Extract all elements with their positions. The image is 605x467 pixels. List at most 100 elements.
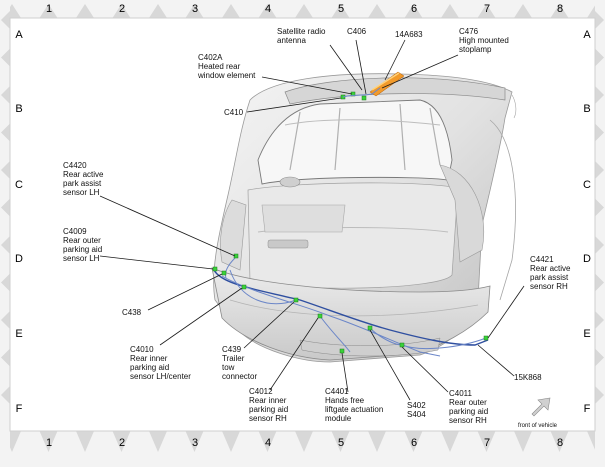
label-c402a: C402A Heated rear window element	[197, 53, 256, 80]
frame-border-notch	[595, 86, 604, 104]
connector-c439	[293, 297, 299, 303]
frame-border-notch	[149, 431, 167, 452]
label-c4012: C4012 Rear inner parking aid sensor RH	[249, 387, 290, 423]
frame-border-notch	[112, 431, 131, 452]
frame-border-notch	[185, 431, 204, 452]
connector-c4421	[483, 335, 489, 341]
frame-border-notch	[149, 4, 167, 18]
label-14a683: 14A683	[395, 30, 423, 39]
frame-border-notch	[595, 161, 604, 179]
col-label-bottom: 3	[192, 437, 198, 449]
frame-left-border	[0, 0, 10, 467]
liftgate-handle	[267, 239, 309, 249]
col-label-bottom: 1	[46, 437, 52, 449]
label-c4421: C4421 Rear active park assist sensor RH	[530, 255, 573, 291]
cabin-pillars	[289, 103, 441, 171]
frame-border-notch	[1, 386, 10, 404]
brand-badge	[279, 176, 301, 188]
col-label-bottom: 5	[338, 437, 344, 449]
frame-border-notch	[1, 348, 10, 367]
label-c439: C439 Trailer tow connector	[222, 345, 257, 381]
col-label-top: 5	[338, 3, 344, 15]
row-label-right: A	[583, 29, 591, 41]
front-arrow-icon	[531, 397, 551, 417]
frame-border-notch	[595, 273, 604, 292]
frame-top-border	[0, 0, 605, 18]
label-c410: C410	[224, 108, 244, 117]
label-c406: C406	[347, 27, 367, 36]
frame-border-notch	[258, 4, 277, 18]
frame-border-notch	[39, 4, 58, 18]
frame-border-notch	[404, 431, 423, 452]
frame-border-notch	[595, 348, 604, 367]
frame-band	[0, 0, 10, 467]
connector-s402	[367, 325, 373, 331]
frame-border-notch	[1, 11, 10, 29]
liftgate	[247, 182, 459, 289]
callout-labels: Satellite radio antenna C406 14A683 C476…	[63, 27, 573, 425]
frame-border-notch	[1, 198, 10, 217]
connector-c4009	[212, 266, 218, 272]
row-label-right: C	[583, 179, 591, 191]
front-of-vehicle-indicator: front of vehicle	[518, 397, 558, 429]
frame-border-notch	[368, 4, 386, 18]
vehicle-rear-illustration	[211, 73, 517, 363]
frame-band	[595, 0, 605, 467]
col-label-bottom: 6	[411, 437, 417, 449]
row-label-left: B	[15, 103, 22, 115]
col-label-bottom: 7	[484, 437, 490, 449]
col-label-bottom: 4	[265, 437, 271, 449]
col-label-top: 8	[557, 3, 563, 15]
col-label-top: 2	[119, 3, 125, 15]
frame-border-notch	[595, 386, 604, 404]
col-label-top: 3	[192, 3, 198, 15]
col-label-top: 4	[265, 3, 271, 15]
frame-border-notch	[295, 431, 313, 452]
frame-border-notch	[550, 4, 569, 18]
frame-bottom-border	[0, 431, 605, 467]
connector-c4012	[317, 313, 323, 319]
frame-border-notch	[331, 4, 350, 18]
frame-right-border	[595, 0, 605, 467]
plate-recess	[261, 204, 346, 233]
frame-border-notch	[595, 11, 604, 29]
frame-border-notch	[1, 236, 10, 254]
col-label-bottom: 2	[119, 437, 125, 449]
frame-border-notch	[477, 4, 496, 18]
frame-border-notch	[1, 48, 10, 67]
frame-border-notch	[295, 4, 313, 18]
leader-lines	[99, 39, 525, 401]
label-satellite-radio-antenna: Satellite radio antenna	[277, 27, 328, 45]
frame-border-notch	[441, 431, 459, 452]
col-label-bottom: 8	[557, 437, 563, 449]
frame-border-notch	[1, 123, 10, 142]
row-label-right: F	[584, 403, 591, 415]
high-mounted-stoplamp	[369, 71, 405, 97]
label-15k868: 15K868	[514, 373, 542, 382]
lower-diffuser	[299, 337, 441, 357]
row-label-left: D	[15, 253, 23, 265]
front-of-vehicle-label: front of vehicle	[518, 423, 558, 429]
frame-border-notch	[477, 431, 496, 452]
frame-border-notch	[595, 123, 604, 142]
frame-border-notch	[222, 4, 240, 18]
connector-c438	[221, 270, 227, 276]
connector-c4011	[399, 342, 405, 348]
row-label-left: E	[15, 328, 22, 340]
frame-border-notch	[112, 4, 131, 18]
rear-window-opening	[257, 99, 453, 185]
frame-border-notch	[595, 198, 604, 217]
row-label-right: B	[583, 103, 590, 115]
frame-border-notch	[595, 311, 604, 329]
frame-border-notch	[595, 48, 604, 67]
col-label-top: 1	[46, 3, 52, 15]
row-label-right: E	[583, 328, 590, 340]
row-label-left: F	[16, 403, 23, 415]
frame-border-notch	[1, 161, 10, 179]
label-c4011: C4011 Rear outer parking aid sensor RH	[449, 389, 490, 425]
wiring-harness	[212, 87, 489, 357]
frame-border-notch	[1, 311, 10, 329]
frame-border-notch	[514, 431, 532, 452]
frame-border-notch	[1, 273, 10, 292]
